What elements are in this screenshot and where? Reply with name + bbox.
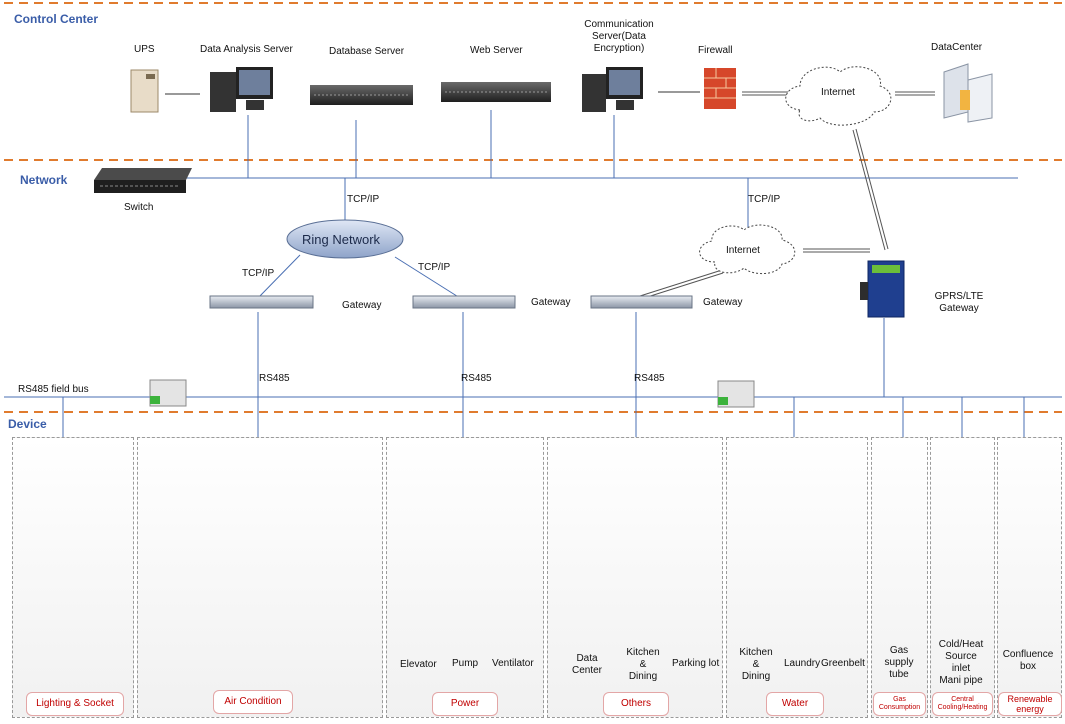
pump-label: Pump [452,658,479,669]
datacenter-label: DataCenter [931,42,983,53]
group-others [547,437,723,718]
gateway-label: Gateway [342,300,382,311]
group-renewable [997,437,1062,718]
tcp-ip-label: TCP/IP [242,268,275,279]
tag-air-condition: Air Condition [213,690,293,714]
gateway-label: Gateway [531,297,571,308]
tag-power: Power [432,692,498,716]
section-control-center: Control Center [14,12,98,26]
rs485-converter-icon [149,379,187,407]
web-server-icon [441,82,551,102]
rs485-field-bus-label: RS485 field bus [18,384,89,395]
rs485-label: RS485 [461,373,492,384]
internet-label: Internet [821,87,855,98]
gateway-icon [209,295,314,309]
tag-lighting-socket: Lighting & Socket [26,692,124,716]
datacenter-icon [943,63,993,123]
double-arrow-links [639,91,935,300]
group-water [726,437,868,718]
ring-network-icon [286,219,404,259]
tcp-ip-label: TCP/IP [748,194,781,205]
kitchen-dining-label: Kitchen&Dining [626,647,660,682]
group-power [386,437,544,718]
web-server-label: Web Server [470,45,523,56]
communication-server-icon [582,67,643,112]
data-analysis-server-icon [210,67,273,112]
parking-lot-label: Parking lot [672,658,720,669]
section-dividers [4,2,1062,413]
group-gas [871,437,928,718]
database-server-icon [310,85,413,105]
firewall-label: Firewall [698,45,733,56]
gateway-icon [412,295,516,309]
internet-cloud-icon [699,224,796,274]
group-heating [930,437,995,718]
water-kitchen-dining-label: Kitchen&Dining [739,647,773,682]
ups-label: UPS [134,44,155,55]
switch-icon [94,168,192,193]
tcp-ip-label: TCP/IP [418,262,451,273]
gateway-label: Gateway [703,297,743,308]
switch-label: Switch [124,202,154,213]
tcp-ip-label: TCP/IP [347,194,380,205]
ring-network-label: Ring Network [302,232,381,247]
rs485-label: RS485 [634,373,665,384]
database-server-label: Database Server [329,46,405,57]
group-lighting-socket [12,437,134,718]
tag-others: Others [603,692,669,716]
elevator-label: Elevator [400,659,437,670]
greenbelt-label: Greenbelt [821,658,865,669]
gateway-icon [590,295,693,309]
rs485-converter-icon [717,380,755,408]
section-device: Device [8,417,47,431]
ventilator-label: Ventilator [492,658,534,669]
section-network: Network [20,173,68,187]
firewall-icon [704,68,736,109]
data-analysis-server-label: Data Analysis Server [200,44,293,55]
gprs-gateway-icon [860,260,905,318]
laundry-label: Laundry [784,658,821,669]
ups-icon [130,69,159,113]
tag-water: Water [766,692,824,716]
internet-label: Internet [726,245,760,256]
group-air-condition [137,437,383,718]
internet-cloud-icon [785,66,892,126]
rs485-label: RS485 [259,373,290,384]
